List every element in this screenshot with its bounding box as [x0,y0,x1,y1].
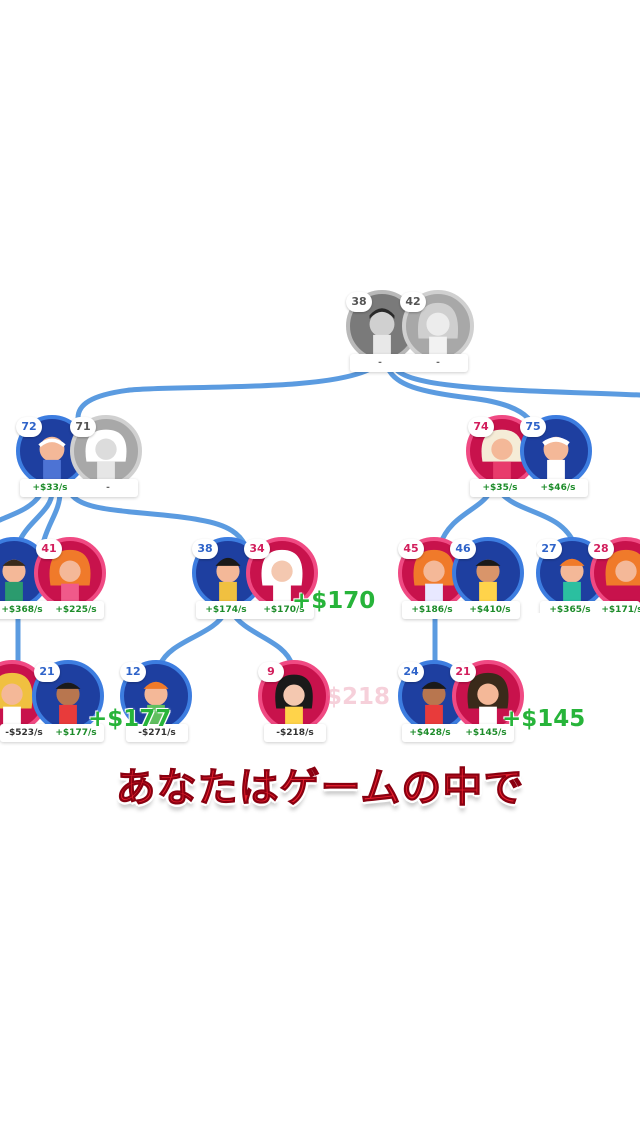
age-badge: 38 [346,292,372,312]
income-bar: -$523/s +$177/s [0,724,104,742]
income-bar: -$271/s [126,724,188,742]
age-badge: 74 [468,417,494,437]
income-bar: -$218/s [264,724,326,742]
income-label: - [378,358,382,368]
income-label: -$218/s [276,728,314,738]
income-label: +$225/s [55,605,97,615]
income-label: +$46/s [540,483,576,493]
age-badge: 41 [36,539,62,559]
man-face-icon [55,682,81,728]
money-popup: +$145 [502,706,586,732]
income-label: +$186/s [411,605,453,615]
child-b[interactable]: 12 -$271/s [120,660,196,742]
income-bar: +$174/s +$170/s [196,601,314,619]
couple-grandparents-left[interactable]: 72 71 +$33/s - [16,415,146,497]
woman-face-icon [481,429,523,483]
age-badge: 21 [34,662,60,682]
age-badge: 46 [450,539,476,559]
income-bar: +$428/s +$145/s [402,724,514,742]
age-badge: 71 [70,417,96,437]
woman-face-icon [85,429,127,483]
income-label: +$35/s [482,483,518,493]
age-badge: 27 [536,539,562,559]
income-label: +$145/s [465,728,507,738]
age-badge: 21 [450,662,476,682]
woman-face-icon [0,672,33,728]
money-popup: +$177 [88,706,172,732]
income-bar: +$368/s +$225/s [0,601,104,619]
man-face-icon [2,559,26,605]
age-badge: 42 [400,292,426,312]
age-badge: 75 [520,417,546,437]
woman-face-icon [605,549,640,586]
couple-children-d[interactable]: 24 21 +$428/s +$145/s [398,660,528,742]
age-badge: 34 [244,539,270,559]
man-face-icon [559,558,585,605]
income-label: +$170/s [263,605,305,615]
man-face-icon [215,557,241,605]
couple-parents-d[interactable]: 27 28 +$365/s +$171/s [536,537,640,613]
income-bar: +$365/s +$171/s [540,601,640,613]
woman-face-icon [261,549,303,605]
video-caption: あなたはゲームの中で [115,765,525,812]
income-bar: +$35/s +$46/s [470,479,588,497]
man-face-icon [421,681,447,728]
income-label: +$368/s [1,605,43,615]
income-label: +$365/s [549,605,591,613]
income-bar: - - [350,354,468,372]
age-badge: 24 [398,662,424,682]
income-label: +$410/s [469,605,511,615]
income-label: +$33/s [32,483,68,493]
income-label: +$171/s [601,605,640,613]
income-label: +$177/s [55,728,97,738]
boy-face-icon [143,681,169,728]
couple-root[interactable]: 38 42 - - [346,290,476,372]
income-label: - [436,358,440,368]
income-label: -$271/s [138,728,176,738]
income-bar: +$186/s +$410/s [402,601,520,619]
woman-face-icon [417,302,459,358]
couple-children-a[interactable]: 21 -$523/s +$177/s [0,660,106,742]
man-face-icon [475,559,501,605]
man-face-icon [369,308,395,358]
age-badge: 72 [16,417,42,437]
couple-parents-a[interactable]: 41 +$368/s +$225/s [0,537,108,619]
couple-parents-c[interactable]: 45 46 +$186/s +$410/s [398,537,528,619]
woman-face-icon [49,549,91,605]
couple-grandparents-right[interactable]: 74 75 +$35/s +$46/s [466,415,596,497]
income-bar: +$33/s - [20,479,138,497]
child-c[interactable]: 9 -$218/s [258,660,334,742]
avatar-woman[interactable] [34,537,106,609]
woman-face-icon [413,549,455,605]
girl-face-icon [275,674,313,728]
income-label: +$428/s [409,728,451,738]
man-face-icon [38,436,66,483]
money-popup: $218 [326,684,391,710]
woman-face-icon [467,672,509,728]
man-face-icon [542,436,570,483]
age-badge: 12 [120,662,146,682]
income-label: - [106,483,110,493]
income-label: +$174/s [205,605,247,615]
age-badge: 38 [192,539,218,559]
income-label: -$523/s [5,728,43,738]
age-badge: 45 [398,539,424,559]
money-popup: +$170 [292,588,376,614]
age-badge: 28 [588,539,614,559]
couple-parents-b[interactable]: 38 34 +$174/s +$170/s [192,537,322,619]
age-badge: 9 [258,662,284,682]
